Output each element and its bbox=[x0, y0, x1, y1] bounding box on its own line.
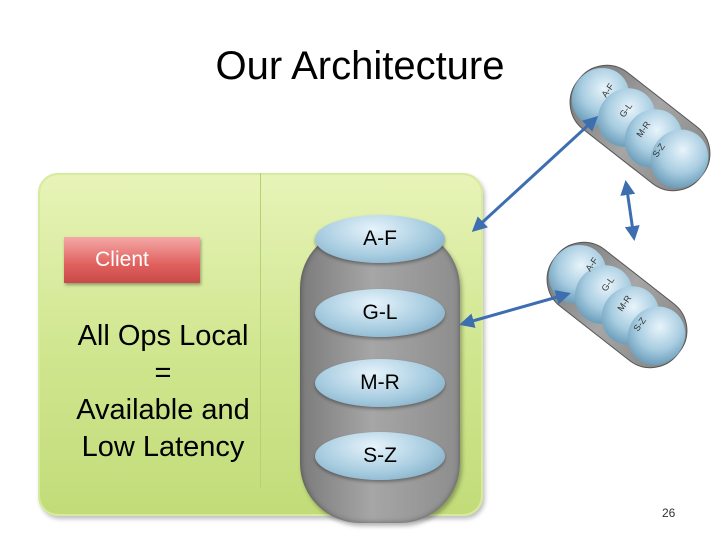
shard-a-f: A-F bbox=[315, 215, 445, 263]
page-number: 26 bbox=[662, 506, 676, 520]
claim-line: All Ops Local bbox=[77, 320, 249, 352]
replica-top-shard bbox=[650, 129, 709, 189]
shard-g-l: G-L bbox=[315, 289, 445, 337]
replica-mid-shard bbox=[627, 306, 686, 366]
claim-line: = bbox=[154, 357, 172, 389]
replica-top bbox=[569, 64, 711, 192]
panel-divider bbox=[260, 173, 261, 488]
client-box: Client bbox=[64, 237, 200, 283]
slide-title: Our Architecture bbox=[215, 44, 505, 88]
shard-s-z: S-Z bbox=[315, 432, 445, 480]
shard-m-r: M-R bbox=[315, 359, 445, 407]
claim-text: All Ops Local = Available and Low Latenc… bbox=[48, 318, 278, 466]
replica-mid bbox=[546, 241, 688, 369]
claim-line: Low Latency bbox=[81, 431, 245, 463]
claim-line: Available and bbox=[76, 394, 250, 426]
